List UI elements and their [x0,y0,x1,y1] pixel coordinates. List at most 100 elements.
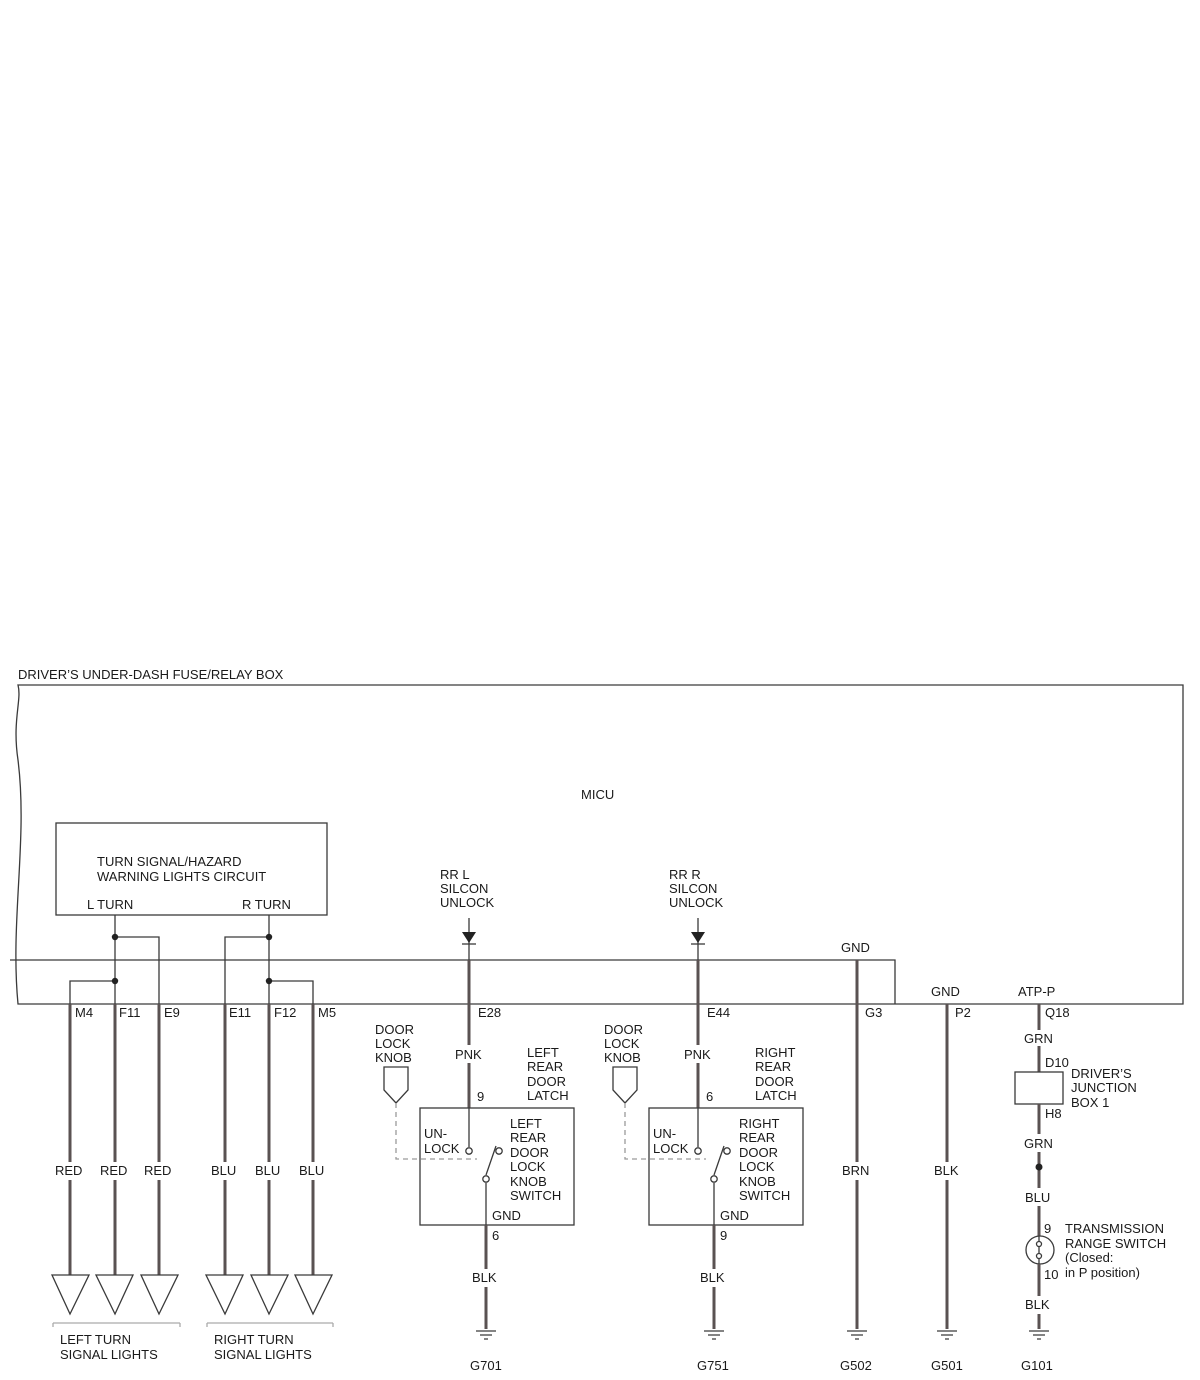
atp-section: ATP-P Q18 GRN D10 DRIVER’S JUNCTION BOX … [1014,984,1166,1373]
ground-g751: G751 [697,1358,729,1373]
atp-wire-2: GRN [1024,1136,1053,1151]
rr-r-pin-bottom: 9 [720,1228,727,1243]
right-turn-wiring [224,915,314,1004]
gnd-p2-terminal: P2 [955,1005,971,1020]
rr-r-latch-1: RIGHT [755,1045,796,1060]
bulb-1 [50,1274,91,1316]
rr-r-section: RR R SILCON UNLOCK E44 PNK DOOR LOCK KNO… [604,867,804,1373]
wire-color-blu-1: BLU [211,1163,236,1178]
r-turn-label: R TURN [242,897,291,912]
atp-sw-label-4: in P position) [1065,1265,1140,1280]
gnd-p2-label: GND [931,984,960,999]
rr-r-pin-top: 6 [706,1089,713,1104]
rr-r-switch-1: RIGHT [739,1116,780,1131]
rr-l-switch-contact-top [465,1147,473,1155]
fuse-relay-box: DRIVER’S UNDER-DASH FUSE/RELAY BOX MICU [15,667,1184,1005]
rr-r-switch-2: REAR [739,1130,775,1145]
rr-r-switch-contact-bottom [710,1175,718,1183]
rr-l-section: RR L SILCON UNLOCK E28 PNK DOOR LOCK KNO… [375,867,575,1373]
rr-l-unlock-1: UN- [424,1126,447,1141]
turn-circuit-title-1: TURN SIGNAL/HAZARD [97,854,241,869]
rr-r-latch-box [648,1107,804,1226]
connector-bar [10,959,896,1004]
bulb-3 [139,1274,180,1316]
atp-sw-label-2: RANGE SWITCH [1065,1236,1166,1251]
rr-r-terminal: E44 [707,1005,730,1020]
rr-l-terminal: E28 [478,1005,501,1020]
bulb-6 [293,1274,334,1316]
right-turn-group-label-2: SIGNAL LIGHTS [214,1347,312,1362]
rr-r-unlock-1: UN- [653,1126,676,1141]
rr-r-switch-6: SWITCH [739,1188,790,1203]
l-turn-label: L TURN [87,897,133,912]
rr-l-switch-4: LOCK [510,1159,546,1174]
rr-r-gnd: GND [720,1208,749,1223]
micu-label: MICU [581,787,614,802]
rr-l-switch-2: REAR [510,1130,546,1145]
rr-l-unlock-2: LOCK [424,1141,460,1156]
terminal-m5: M5 [318,1005,336,1020]
rr-l-switch-3: DOOR [510,1145,549,1160]
rr-l-latch-3: DOOR [527,1074,566,1089]
gnd-p2-section: GND P2 BLK G501 [931,984,971,1373]
box-title: DRIVER’S UNDER-DASH FUSE/RELAY BOX [18,667,284,682]
ground-g501: G501 [931,1358,963,1373]
gnd-g3-terminal: G3 [865,1005,882,1020]
atp-jb-top: D10 [1045,1055,1069,1070]
atp-sw-pin-bottom: 10 [1044,1267,1058,1282]
atp-wire-1: GRN [1024,1031,1053,1046]
rr-l-pin-top: 9 [477,1089,484,1104]
wire-color-red-3: RED [144,1163,171,1178]
atp-jb-label-2: JUNCTION [1071,1080,1137,1095]
rr-r-unlock-2: LOCK [653,1141,689,1156]
atp-sw-label-3: (Closed: [1065,1250,1113,1265]
ground-g701: G701 [470,1358,502,1373]
ground-icon [704,1330,724,1340]
terminal-e9: E9 [164,1005,180,1020]
atp-sw-pin-top: 9 [1044,1221,1051,1236]
rr-l-switch-6: SWITCH [510,1188,561,1203]
rr-l-latch-1: LEFT [527,1045,559,1060]
atp-jb-label-1: DRIVER’S [1071,1066,1132,1081]
rr-r-knob-3: KNOB [604,1050,641,1065]
right-turn-group-label-1: RIGHT TURN [214,1332,294,1347]
left-turn-wiring [69,915,160,1004]
ground-icon [937,1330,957,1340]
rr-r-signal-3: UNLOCK [669,895,724,910]
ground-icon [1029,1330,1049,1340]
gnd-g3-label: GND [841,940,870,955]
ground-g101: G101 [1021,1358,1053,1373]
rr-l-knob-3: KNOB [375,1050,412,1065]
atp-label: ATP-P [1018,984,1055,999]
rr-r-switch-4: LOCK [739,1159,775,1174]
terminal-m4: M4 [75,1005,93,1020]
turn-signal-wires [68,1004,315,1278]
terminal-e11: E11 [229,1005,251,1020]
atp-jb-label-3: BOX 1 [1071,1095,1109,1110]
rr-r-switch-3: DOOR [739,1145,778,1160]
rr-l-knob-1: DOOR [375,1022,414,1037]
rr-r-wire-bottom: BLK [700,1270,725,1285]
left-turn-group-label-2: SIGNAL LIGHTS [60,1347,158,1362]
rr-r-switch-5: KNOB [739,1174,776,1189]
rr-l-wire-top: PNK [455,1047,482,1062]
bulb-4 [204,1274,245,1316]
atp-wire-4: BLK [1025,1297,1050,1312]
ground-g502: G502 [840,1358,872,1373]
wire-color-blu-3: BLU [299,1163,324,1178]
rr-l-signal-2: SILCON [440,881,488,896]
rr-r-signal-1: RR R [669,867,701,882]
junction-box-icon [1014,1071,1064,1105]
right-group-bracket [206,1322,334,1327]
rr-r-switch-arm [713,1145,725,1176]
atp-jb-bottom: H8 [1045,1106,1062,1121]
rr-r-latch-4: LATCH [755,1088,797,1103]
rr-l-latch-box [419,1107,575,1226]
rr-l-pin-bottom: 6 [492,1228,499,1243]
bulb-5 [249,1274,290,1316]
bulb-2 [94,1274,135,1316]
rr-l-switch-contact-bottom [482,1175,490,1183]
rr-l-latch-2: REAR [527,1059,563,1074]
terminal-f11: F11 [119,1005,140,1020]
